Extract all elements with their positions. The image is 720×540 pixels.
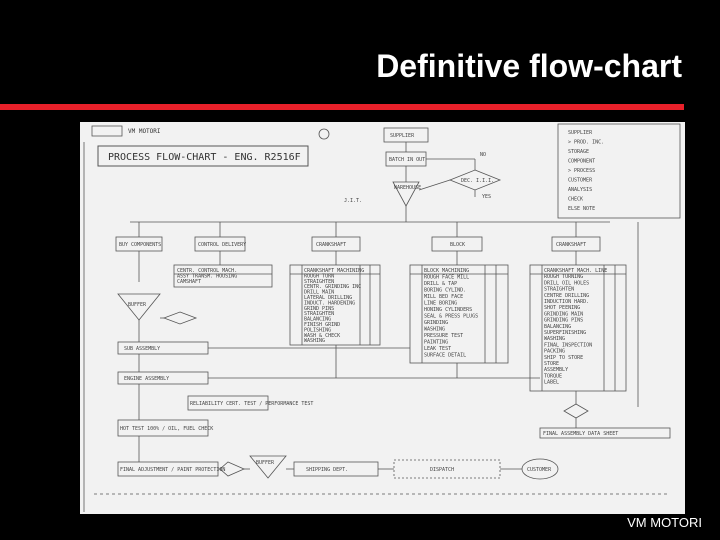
table-row: BALANCING [544, 324, 571, 330]
table-row: SEAL & PRESS PLUGS [424, 314, 478, 320]
legend-item: ELSE NOTE [568, 206, 595, 212]
table-row: ROUGH TURNING [544, 274, 583, 280]
legend-item: > PROD. INC. [568, 140, 604, 146]
table-row: LINE BORING [424, 301, 457, 307]
doc-header-title: PROCESS FLOW-CHART - ENG. R2516F [108, 152, 301, 163]
flowchart-diagram: PROCESS FLOW-CHART - ENG. R2516F VM MOTO… [83, 123, 681, 512]
table-row: WASHING [424, 327, 445, 333]
table-row: BALANCING [304, 317, 331, 323]
dept-crankshaft-right: CRANKSHAFT [556, 242, 586, 248]
table-row: STRAIGHTEN [304, 279, 334, 285]
table-row: BORING CYLIND. [424, 288, 466, 294]
table-row: DRILL MAIN [304, 290, 334, 296]
table-row: GRINDING PINS [544, 318, 583, 324]
node-decision: DEC. I.I.I. [461, 178, 494, 184]
table-row: ROUGH TURN [304, 273, 334, 279]
dept-buy: BUY COMPONENTS [119, 242, 161, 248]
table-row: CENTRE DRILLING [544, 293, 589, 299]
legend-item: CUSTOMER [568, 178, 593, 184]
node-batch: BATCH IN OUT [389, 157, 425, 163]
table-row: CAMSHAFT [177, 279, 201, 285]
table-row: WASHING [304, 338, 325, 344]
slide-title: Definitive flow-chart [376, 48, 682, 84]
table-row: INDUCT. HARDENING [304, 300, 355, 306]
label-yes: YES [482, 194, 491, 200]
legend-item: COMPONENT [568, 159, 595, 165]
node-warehouse: WAREHOUSE [394, 185, 421, 191]
node-buffer-2: BUFFER [256, 460, 275, 466]
table-row: ASSY TRANSM. HOUSING [177, 274, 237, 280]
table-row: STORE [544, 361, 559, 367]
table-row: ASSEMBLY [544, 367, 568, 373]
table-row: BLOCK MACHINING [424, 268, 469, 274]
label-no: NO [480, 152, 486, 158]
flowchart-scan: PROCESS FLOW-CHART - ENG. R2516F VM MOTO… [80, 122, 685, 514]
table-control-delivery: CENTR. CONTROL MACH.ASSY TRANSM. HOUSING… [177, 268, 237, 285]
node-customer: CUSTOMER [527, 467, 552, 473]
table-row: INDUCTION HARD. [544, 299, 589, 305]
node-shipping: SHIPPING DEPT. [306, 467, 348, 473]
legend-item: SUPPLIER [568, 130, 593, 136]
table-row: GRINDING MAIN [544, 311, 583, 317]
node-final-adjust: FINAL ADJUSTMENT / PAINT PROTECTION [120, 467, 225, 473]
table-row: ROUGH FACE MILL [424, 275, 469, 281]
node-dispatch: DISPATCH [430, 467, 454, 473]
table-row: DRILL OIL HOLES [544, 280, 589, 286]
table-row: PAINTING [424, 340, 448, 346]
table-row: POLISHING [304, 327, 331, 333]
table-row: CRANKSHAFT MACH. LINE [544, 268, 607, 274]
table-row: FINAL INSPECTION [544, 342, 592, 348]
table-row: GRINDING [424, 320, 448, 326]
table-row: LATERAL DRILLING [304, 295, 352, 301]
doc-brand: VM MOTORI [128, 128, 161, 135]
table-row: SURFACE DETAIL [424, 353, 466, 359]
title-underline [0, 104, 684, 110]
table-row: LEAK TEST [424, 346, 451, 352]
legend: SUPPLIER > PROD. INC. STORAGE COMPONENT > PR… [568, 130, 604, 212]
legend-item: ANALYSIS [568, 187, 592, 193]
table-row: STRAIGHTEN [544, 287, 574, 293]
dept-control: CONTROL DELIVERY [198, 242, 246, 248]
table-row: DRILL & TAP [424, 281, 457, 287]
table-row: GRIND PINS [304, 306, 334, 312]
table-row: LABEL [544, 380, 559, 386]
node-right-end: FINAL ASSEMBLY DATA SHEET [543, 431, 618, 437]
table-row: MILL BED FACE [424, 294, 463, 300]
table-row: SHIP TO STORE [544, 355, 583, 361]
table-row: CENTR. CONTROL MACH. [177, 268, 237, 274]
table-row: SUPERFINISHING [544, 330, 586, 336]
node-hot-test: HOT TEST 100% / OIL, FUEL CHECK [120, 426, 213, 432]
dept-block: BLOCK [450, 242, 465, 248]
table-row: PRESSURE TEST [424, 333, 463, 339]
footer-brand: VM MOTORI [627, 515, 702, 530]
node-sub-assembly: SUB ASSEMBLY [124, 346, 160, 352]
table-row: FINISH GRIND [304, 322, 340, 328]
table-row: CRANKSHAFT MACHINING [304, 268, 364, 274]
node-supplier: SUPPLIER [390, 133, 415, 139]
label-jit: J.I.T. [344, 198, 362, 204]
node-buffer: BUFFER [128, 302, 147, 308]
table-row: WASHING [544, 336, 565, 342]
legend-item: > PROCESS [568, 168, 595, 174]
node-engine-assembly: ENGINE ASSEMBLY [124, 376, 169, 382]
dept-crankshaft: CRANKSHAFT [316, 242, 346, 248]
table-row: STRAIGHTEN [304, 311, 334, 317]
table-row: SHOT PEENING [544, 305, 580, 311]
node-reliability: RELIABILITY CERT. TEST / PERFORMANCE TES… [190, 401, 313, 407]
table-row: TORQUE [544, 373, 562, 379]
table-row: CENTR. GRINDING INC [304, 284, 361, 290]
legend-item: STORAGE [568, 149, 589, 155]
legend-item: CHECK [568, 197, 583, 203]
table-row: HONING CYLINDERS [424, 307, 472, 313]
table-row: WASH & CHECK [304, 333, 340, 339]
table-row: PACKING [544, 349, 565, 355]
